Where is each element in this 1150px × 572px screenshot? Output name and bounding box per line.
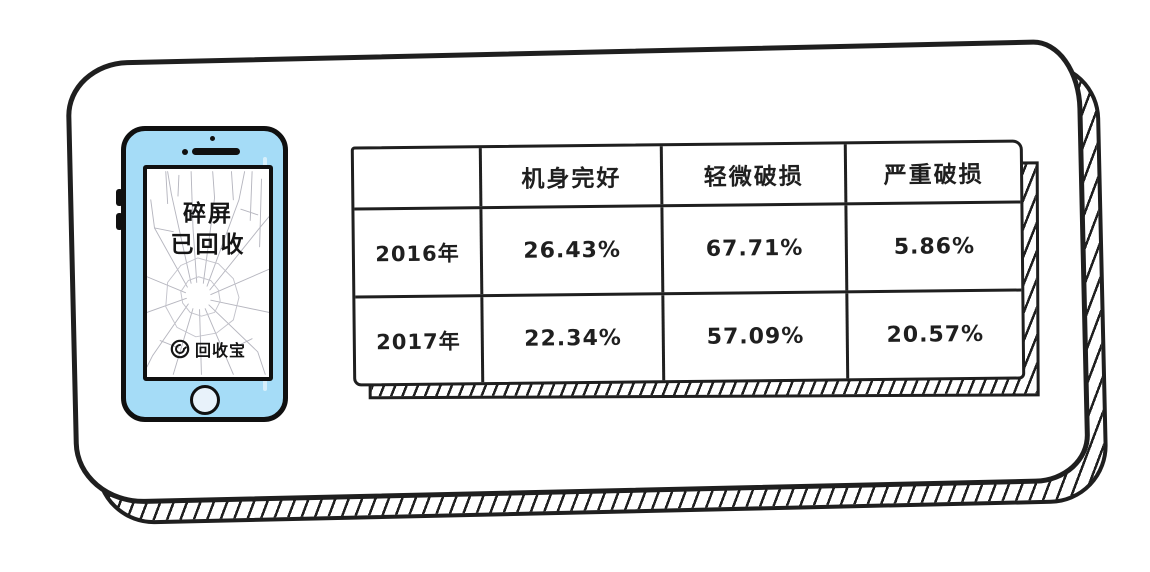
data-table: 机身完好 轻微破损 严重破损 2016年 26.43% 67.71% 5.86%… [350, 139, 1040, 400]
row-label-2017: 2017年 [376, 328, 461, 354]
phone-illustration: 碎屏 已回收 回收宝 [116, 126, 288, 422]
header-cell-severe-damage: 严重破损 [843, 142, 1021, 203]
row-label-2016: 2016年 [375, 240, 460, 266]
table-row-2016: 2016年 26.43% 67.71% 5.86% [354, 200, 1022, 296]
value-2016-severe: 5.86% [844, 203, 1022, 291]
value-2017-severe: 20.57% [845, 291, 1023, 379]
header-cell-intact: 机身完好 [478, 146, 661, 207]
brand-name: 回收宝 [194, 341, 246, 360]
home-button-icon [190, 385, 220, 415]
screen-caption-line1: 碎屏 [183, 201, 233, 227]
value-2017-intact: 22.34% [480, 295, 663, 383]
recycle-logo-icon [170, 339, 190, 359]
speaker-icon [192, 148, 240, 155]
stats-table: 机身完好 轻微破损 严重破损 2016年 26.43% 67.71% 5.86%… [350, 139, 1026, 387]
volume-up-button-icon [116, 189, 123, 206]
screen-caption-line2: 已回收 [170, 232, 246, 258]
screen-caption: 碎屏 已回收 [147, 199, 269, 261]
header-cell-minor-damage: 轻微破损 [660, 144, 845, 205]
volume-down-button-icon [116, 213, 123, 230]
header-cell-empty [354, 148, 480, 207]
value-2016-minor: 67.71% [660, 205, 846, 293]
sensor-dot-icon [182, 149, 188, 155]
value-2016-intact: 26.43% [479, 207, 662, 295]
table-row-2017: 2017年 22.34% 57.09% 20.57% [355, 288, 1023, 384]
cracked-screen-pattern [147, 171, 269, 375]
camera-icon [210, 136, 215, 141]
brand-logo: 回收宝 [147, 337, 269, 361]
phone-screen: 碎屏 已回收 回收宝 [143, 165, 273, 381]
table-header-row: 机身完好 轻微破损 严重破损 [354, 142, 1021, 208]
value-2017-minor: 57.09% [661, 293, 847, 381]
